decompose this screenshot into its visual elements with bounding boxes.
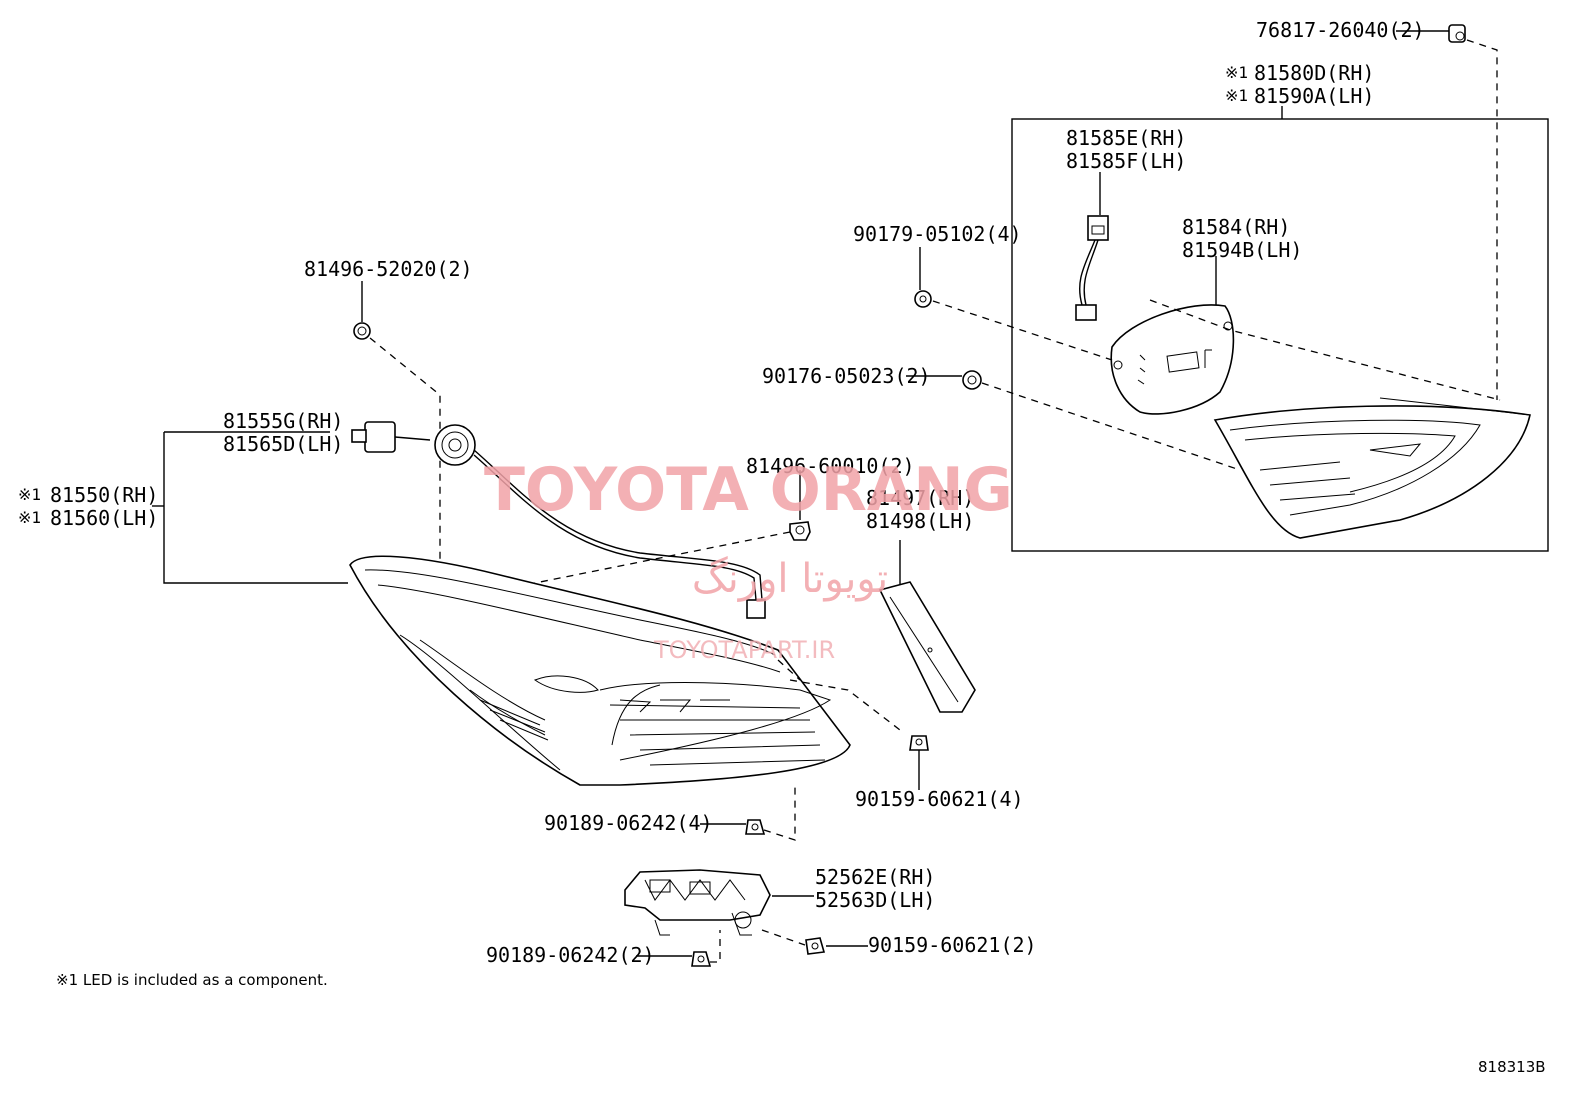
label-81580d: 81580D(RH) (1254, 61, 1374, 85)
footnote: ※1 LED is included as a component. (56, 971, 328, 989)
nut-90176[interactable] (962, 370, 982, 390)
label-90159-60621-4: 90159-60621(4) (855, 787, 1024, 811)
label-81560: 81560(LH) (50, 506, 158, 530)
label-81590a: 81590A(LH) (1254, 84, 1374, 108)
clip-76817[interactable] (1448, 24, 1466, 43)
garnish-81497[interactable] (878, 540, 976, 713)
led-mark: ※1 (18, 508, 41, 527)
label-52562e: 52562E(RH) (815, 865, 935, 889)
label-90179-05102: 90179-05102(4) (853, 222, 1022, 246)
diagram-code: 818313B (1478, 1058, 1546, 1076)
label-90189-06242-4: 90189-06242(4) (544, 811, 713, 835)
label-81550: 81550(RH) (50, 483, 158, 507)
label-81496-52020: 81496-52020(2) (304, 257, 473, 281)
socket-81585[interactable] (1075, 172, 1109, 321)
label-81497: 81497(RH) (866, 486, 974, 510)
label-52563d: 52563D(LH) (815, 888, 935, 912)
label-81498: 81498(LH) (866, 509, 974, 533)
label-81585f: 81585F(LH) (1066, 149, 1186, 173)
cover-81584[interactable] (1110, 256, 1235, 415)
bracket-52562[interactable] (624, 869, 771, 936)
screw-90189-06242-2[interactable] (691, 951, 712, 967)
label-90176-05023: 90176-05023(2) (762, 364, 931, 388)
label-81496-60010: 81496-60010(2) (746, 454, 915, 478)
lamp-outer-rh[interactable] (349, 555, 851, 786)
label-76817-26040: 76817-26040(2) (1256, 18, 1425, 42)
led-mark: ※1 (1225, 63, 1248, 82)
label-81594b: 81594B(LH) (1182, 238, 1302, 262)
label-81555g: 81555G(RH) (223, 409, 343, 433)
watermark-line3: TOYOTAPART.IR (653, 636, 835, 664)
screw-90159-60621-upper[interactable] (909, 735, 929, 751)
led-mark: ※1 (18, 485, 41, 504)
nut-90179[interactable] (914, 290, 932, 308)
watermark-line1: TOYOTA ORANG (484, 455, 1013, 525)
label-81584: 81584(RH) (1182, 215, 1290, 239)
socket-wire-81555[interactable] (351, 421, 766, 619)
label-90189-06242-2: 90189-06242(2) (486, 943, 655, 967)
screw-90189-06242-4[interactable] (745, 819, 766, 835)
screw-90159-60621-lower[interactable] (805, 937, 826, 955)
garnish-assembly-box (1011, 118, 1549, 552)
lamp-inner-rh[interactable] (1213, 397, 1531, 539)
label-90159-60621-2: 90159-60621(2) (868, 933, 1037, 957)
watermark-line2: تویوتا اورنگ (692, 556, 888, 602)
label-81565d: 81565D(LH) (223, 432, 343, 456)
led-mark: ※1 (1225, 86, 1248, 105)
label-81585e: 81585E(RH) (1066, 126, 1186, 150)
grommet-81496-52020[interactable] (353, 322, 371, 340)
